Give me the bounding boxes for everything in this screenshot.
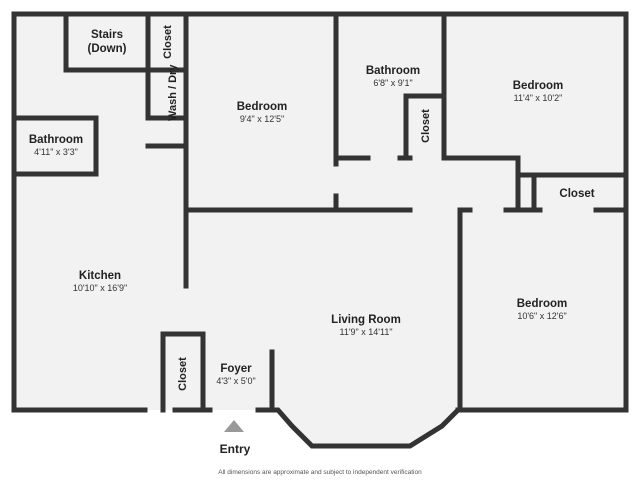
closet-c-label: Closet [540,187,614,201]
foyer-label: Foyer 4'3" x 5'0" [206,362,266,387]
bedroom-3-dim: 10'6" x 12'6" [517,311,567,321]
bathroom-1-label: Bathroom 6'8" x 9'1" [340,64,446,89]
kitchen-dim: 10'10" x 16'9" [72,283,128,293]
closet-b-label: Closet [420,109,432,143]
kitchen-name: Kitchen [78,270,122,282]
foyer-name: Foyer [220,363,252,375]
bathroom-2-name: Bathroom [28,134,84,146]
bathroom-1-name: Bathroom [365,65,421,77]
foyer-dim: 4'3" x 5'0" [216,376,256,386]
footer-note: All dimensions are approximate and subje… [218,469,422,476]
closet-d-label: Closet [177,357,189,391]
bathroom-1-dim: 6'8" x 9'1" [373,78,413,88]
closet-c-name: Closet [559,188,595,200]
bedroom-1-dim: 9'4" x 12'5" [239,114,285,124]
entry-label: Entry [219,442,251,456]
walls [11,11,629,449]
wash-dry-label: Wash / Dry [167,64,179,121]
entry-arrow-icon [224,420,244,432]
stairs-name: Stairs (Down) [87,29,127,55]
kitchen-label: Kitchen 10'10" x 16'9" [40,269,160,294]
bathroom-2-dim: 4'11" x 3'3" [34,147,78,157]
stairs-label: Stairs (Down) [72,28,142,56]
bathroom-2-label: Bathroom 4'11" x 3'3" [16,133,96,158]
bedroom-2-label: Bedroom 11'4" x 10'2" [466,79,610,104]
living-room-name: Living Room [331,314,401,326]
bedroom-1-name: Bedroom [236,101,288,113]
living-room-label: Living Room 11'9" x 14'11" [306,313,426,338]
bedroom-2-name: Bedroom [512,80,564,92]
bedroom-2-dim: 11'4" x 10'2" [513,93,563,103]
closet-a-label: Closet [162,25,174,59]
living-room-dim: 11'9" x 14'11" [339,327,393,337]
bedroom-3-name: Bedroom [516,298,568,310]
bedroom-3-label: Bedroom 10'6" x 12'6" [482,297,602,322]
bedroom-1-label: Bedroom 9'4" x 12'5" [200,100,324,125]
